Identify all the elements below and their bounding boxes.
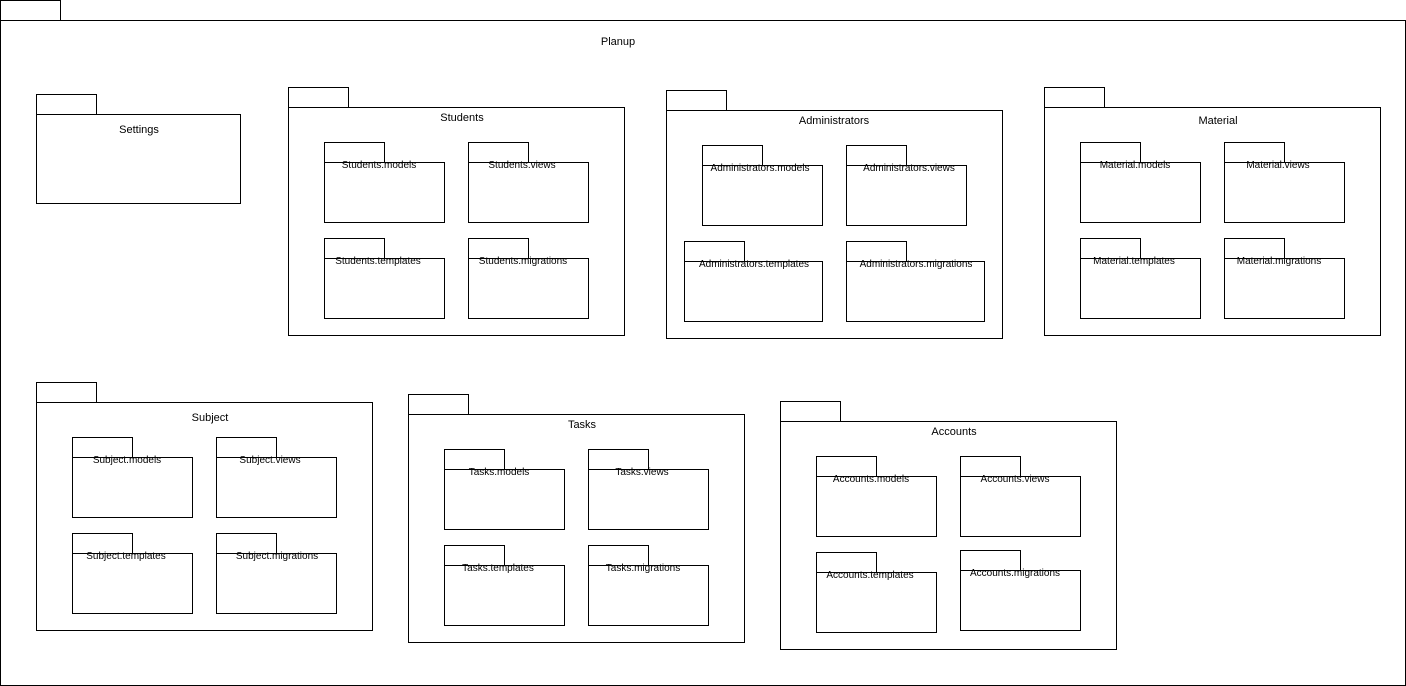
- accounts-templates-label: Accounts.templates: [826, 570, 914, 581]
- tasks-templates-label: Tasks.templates: [462, 563, 534, 574]
- subject-templates-package: [72, 553, 193, 614]
- material-models-label: Material.models: [1099, 160, 1171, 171]
- accounts-models-package: [816, 476, 937, 537]
- accounts-templates-package: [816, 572, 937, 633]
- accounts-models-label: Accounts.models: [832, 474, 910, 485]
- subject-views-package: [216, 457, 337, 518]
- subject-models-label: Subject.models: [92, 455, 162, 466]
- material-migrations-package: [1224, 258, 1345, 319]
- students-views-package: [468, 162, 589, 223]
- settings-package: [36, 114, 241, 204]
- administrators-title: Administrators: [798, 115, 870, 127]
- administrators-migrations-package: [846, 261, 985, 322]
- tasks-templates-package: [444, 565, 565, 626]
- tasks-views-package: [588, 469, 709, 530]
- subject-views-label: Subject.views: [239, 455, 301, 466]
- material-templates-package: [1080, 258, 1201, 319]
- accounts-migrations-package: [960, 570, 1081, 631]
- administrators-templates-package: [684, 261, 823, 322]
- administrators-models-label: Administrators.models: [710, 163, 810, 174]
- students-models-label: Students.models: [341, 160, 417, 171]
- subject-migrations-label: Subject.migrations: [235, 551, 319, 562]
- students-views-label: Students.views: [488, 160, 556, 171]
- material-package-tab: [1044, 87, 1105, 108]
- administrators-package-tab: [666, 90, 727, 111]
- accounts-migrations-label: Accounts.migrations: [969, 568, 1061, 579]
- accounts-title: Accounts: [931, 426, 977, 438]
- subject-models-package: [72, 457, 193, 518]
- settings-title: Settings: [119, 124, 159, 136]
- students-migrations-package: [468, 258, 589, 319]
- tasks-views-label: Tasks.views: [615, 467, 669, 478]
- tasks-models-package: [444, 469, 565, 530]
- tasks-title: Tasks: [567, 419, 597, 431]
- accounts-views-package: [960, 476, 1081, 537]
- material-models-package: [1080, 162, 1201, 223]
- administrators-views-package: [846, 165, 967, 226]
- administrators-views-label: Administrators.views: [863, 163, 955, 174]
- tasks-migrations-label: Tasks.migrations: [605, 563, 681, 574]
- planup-title: Planup: [600, 36, 636, 48]
- accounts-views-label: Accounts.views: [980, 474, 1050, 485]
- material-views-label: Material.views: [1246, 160, 1310, 171]
- subject-package-tab: [36, 382, 97, 403]
- tasks-models-label: Tasks.models: [468, 467, 530, 478]
- material-title: Material: [1198, 115, 1238, 127]
- material-templates-label: Material.templates: [1093, 256, 1175, 267]
- subject-templates-label: Subject.templates: [86, 551, 166, 562]
- material-views-package: [1224, 162, 1345, 223]
- accounts-package-tab: [780, 401, 841, 422]
- settings-package-tab: [36, 94, 97, 115]
- material-migrations-label: Material.migrations: [1236, 256, 1322, 267]
- students-migrations-label: Students.migrations: [478, 256, 568, 267]
- tasks-migrations-package: [588, 565, 709, 626]
- students-templates-package: [324, 258, 445, 319]
- administrators-migrations-label: Administrators.migrations: [859, 259, 973, 270]
- students-templates-label: Students.templates: [335, 256, 421, 267]
- subject-title: Subject: [191, 412, 229, 424]
- administrators-models-package: [702, 165, 823, 226]
- administrators-templates-label: Administrators.templates: [698, 259, 810, 270]
- subject-migrations-package: [216, 553, 337, 614]
- planup-package-tab: [0, 0, 61, 21]
- students-title: Students: [440, 112, 484, 124]
- tasks-package-tab: [408, 394, 469, 415]
- students-package-tab: [288, 87, 349, 108]
- students-models-package: [324, 162, 445, 223]
